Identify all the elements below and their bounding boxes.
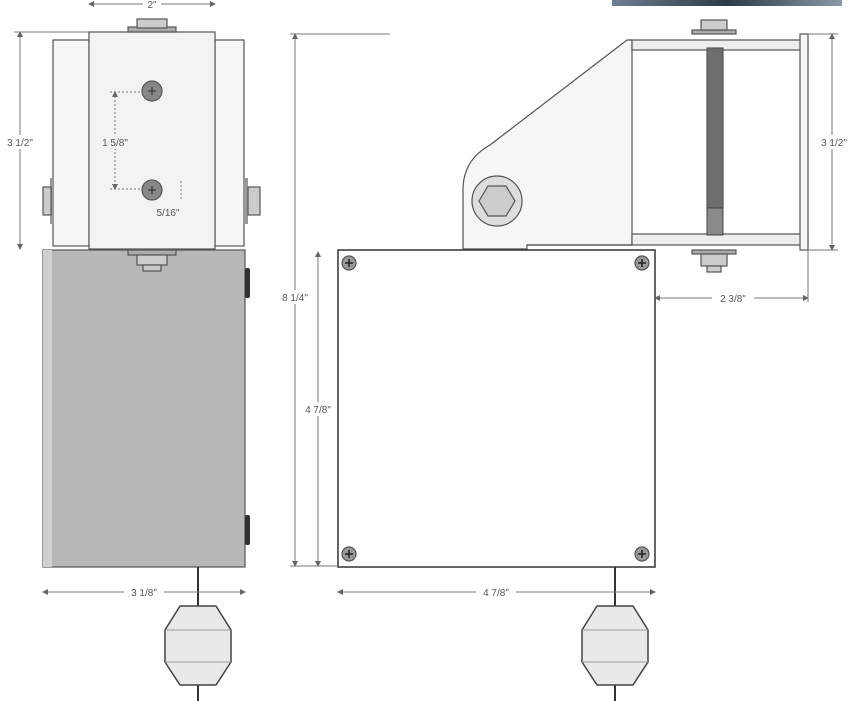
dim-side-width: 2" bbox=[147, 0, 157, 11]
dim-bracket-height: 3 1/2" bbox=[821, 138, 847, 149]
front-view: 8 1/4" 4 7/8" 4 7/8" 3 1/2" 2 3/8" bbox=[278, 19, 854, 701]
float-weight bbox=[164, 605, 232, 686]
channel-wall bbox=[799, 33, 809, 251]
mounting-hole-bottom bbox=[141, 179, 163, 201]
rod-top-nut-icon bbox=[691, 19, 737, 35]
screw-icon bbox=[341, 255, 357, 271]
dim-bracket-depth: 2 3/8" bbox=[720, 294, 746, 305]
side-nut-left-icon bbox=[42, 178, 54, 224]
enclosure-front bbox=[337, 249, 656, 568]
enclosure-edge bbox=[43, 250, 52, 567]
float-weight bbox=[581, 605, 649, 686]
top-nut-icon bbox=[127, 18, 177, 33]
enclosure-side bbox=[42, 249, 246, 568]
latch-top bbox=[245, 268, 250, 298]
side-plate-left bbox=[52, 39, 90, 247]
photo-strip bbox=[612, 0, 842, 6]
bottom-nut-icon bbox=[127, 249, 177, 272]
dim-box-width-side: 3 1/8" bbox=[131, 588, 157, 599]
side-plate-right bbox=[214, 39, 245, 247]
dim-box-height: 4 7/8" bbox=[305, 405, 331, 416]
channel-bottom bbox=[631, 233, 809, 246]
dim-hole-diameter: 5/16" bbox=[156, 208, 179, 219]
side-nut-right-icon bbox=[244, 178, 261, 224]
side-view: 2" 3 1/2" 1 5/8" 5/16" 3 1/8" bbox=[2, 0, 261, 701]
screw-icon bbox=[634, 255, 650, 271]
dim-side-bracket-height: 3 1/2" bbox=[7, 138, 33, 149]
rod-bottom-nut-icon bbox=[691, 249, 737, 273]
dim-hole-spacing: 1 5/8" bbox=[102, 138, 128, 149]
screw-icon bbox=[634, 546, 650, 562]
rod-thread bbox=[706, 207, 724, 236]
pivot-bolt-icon bbox=[471, 175, 523, 227]
dim-box-width-front: 4 7/8" bbox=[483, 588, 509, 599]
latch-bottom bbox=[245, 515, 250, 545]
screw-icon bbox=[341, 546, 357, 562]
threaded-rod bbox=[706, 47, 724, 209]
mounting-hole-top bbox=[141, 80, 163, 102]
dim-overall-height: 8 1/4" bbox=[282, 293, 308, 304]
